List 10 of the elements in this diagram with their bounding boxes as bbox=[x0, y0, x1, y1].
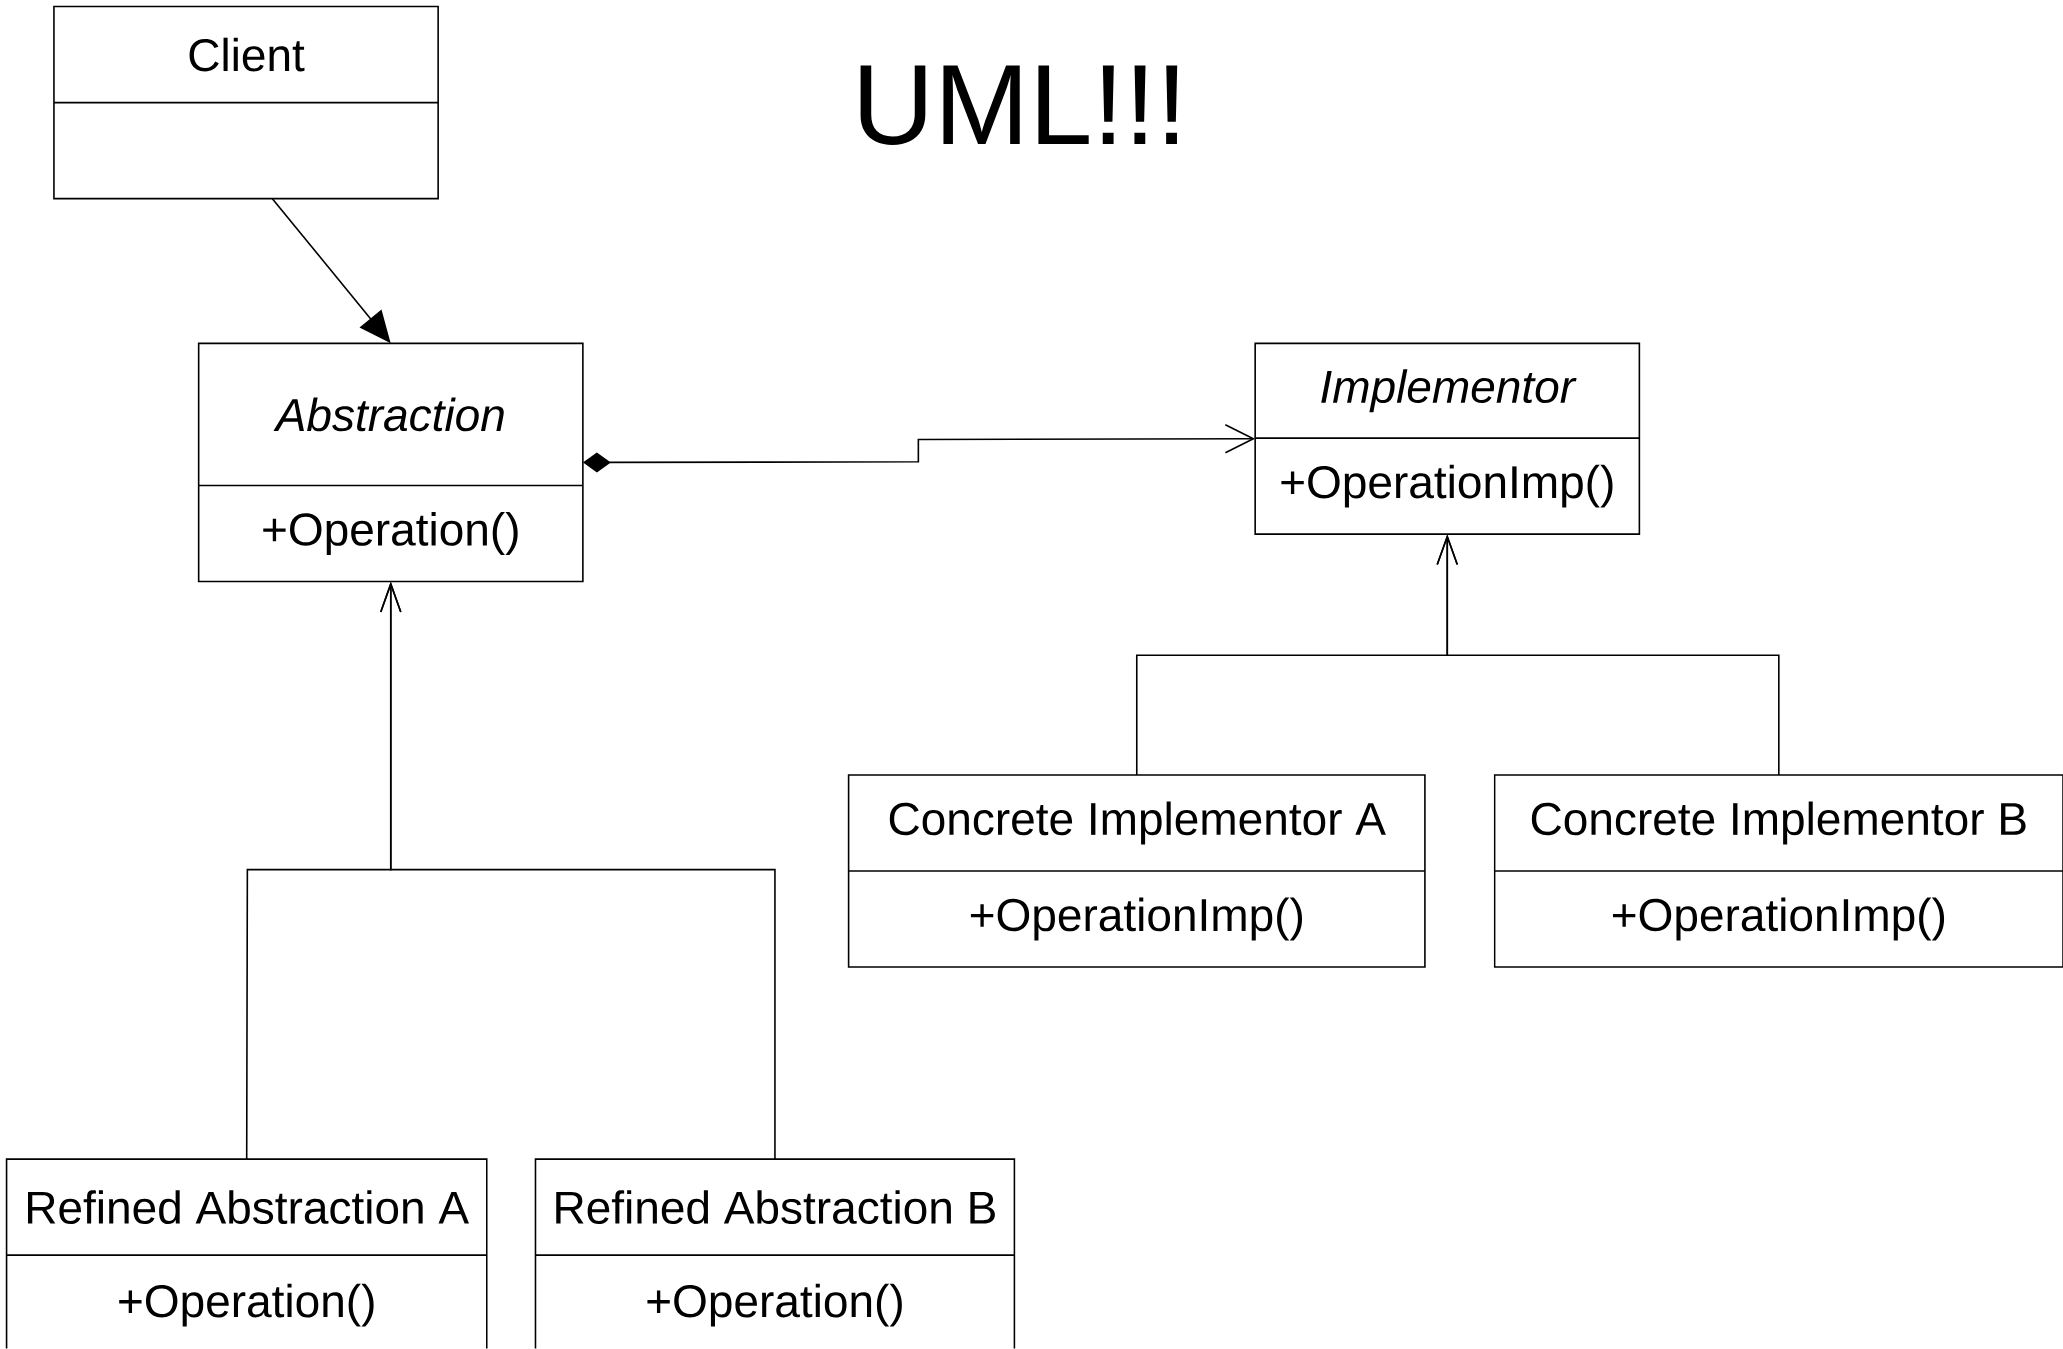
class-box: Refined Abstraction B +Operation() bbox=[534, 1158, 1016, 1349]
class-box: Abstraction +Operation() bbox=[197, 342, 584, 583]
title: UML!!! bbox=[860, 65, 1178, 146]
class-box: Concrete Implementor A +OperationImp() bbox=[847, 774, 1426, 969]
class-box: Concrete Implementor B +OperationImp() bbox=[1493, 774, 2063, 969]
arrow bbox=[1436, 534, 1780, 776]
class-box: Implementor +OperationImp() bbox=[1254, 342, 1641, 536]
class-box: Refined Abstraction A +Operation() bbox=[5, 1158, 488, 1349]
class-box: Client bbox=[53, 6, 439, 200]
arrow bbox=[379, 581, 776, 1161]
